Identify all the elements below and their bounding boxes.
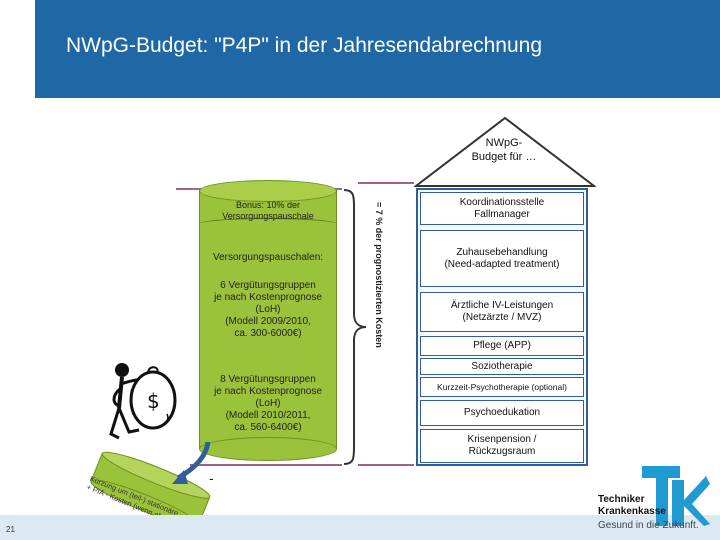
pauschalen-title: Versorgungspauschalen: <box>205 252 331 264</box>
box-pflege: Pflege (APP) <box>420 336 584 356</box>
box-aerztliche-leistungen: Ärztliche IV-Leistungen (Netzärzte / MVZ… <box>420 292 584 332</box>
cylinder-bottom <box>199 437 337 461</box>
roof-line-2: Budget für … <box>454 150 554 164</box>
svg-text:$: $ <box>147 389 160 413</box>
box-line: Soziotherapie <box>471 361 532 373</box>
left-margin <box>0 0 35 540</box>
box-psychoedukation: Psychoedukation <box>420 400 584 426</box>
box-zuhausebehandlung: Zuhausebehandlung (Need-adapted treatmen… <box>420 230 584 287</box>
top-line-right <box>358 182 414 184</box>
group-2-text: 8 Vergütungsgruppen je nach Kostenprogno… <box>205 374 331 434</box>
box-line: Kurzzeit-Psychotherapie (optional) <box>437 381 567 393</box>
box-soziotherapie: Soziotherapie <box>420 358 584 375</box>
curly-brace <box>340 188 368 466</box>
box-line: Koordinationsstelle <box>460 197 545 209</box>
logo-line-1: Techniker <box>598 494 645 505</box>
box-line: Krisenpension / <box>468 434 537 446</box>
box-line: Psychoedukation <box>464 407 540 419</box>
group-1-line: (LoH) <box>205 304 331 316</box>
group-2-line: je nach Kostenprognose <box>205 386 331 398</box>
bonus-text: Bonus: 10% der Versorgungspauschale <box>205 200 331 222</box>
slide-title: NWpG-Budget: "P4P" in der Jahresendabrec… <box>66 34 542 58</box>
group-1-line: ca. 300-6000€) <box>205 328 331 340</box>
minus-sign: - <box>209 470 214 486</box>
roof-line-1: NWpG- <box>454 136 554 150</box>
brace-label-text: = 7 % der prognostizierten Kosten <box>374 202 384 348</box>
group-1-line: je nach Kostenprognose <box>205 292 331 304</box>
bonus-line-2: Versorgungspauschale <box>205 211 331 222</box>
bonus-line-1: Bonus: 10% der <box>205 200 331 211</box>
group-2-line: 8 Vergütungsgruppen <box>205 374 331 386</box>
box-line: Ärztliche IV-Leistungen <box>451 300 553 312</box>
cylinder-top <box>199 180 337 202</box>
box-koordinationsstelle: Koordinationsstelle Fallmanager <box>420 192 584 225</box>
box-line: (Need-adapted treatment) <box>444 259 559 271</box>
box-line: Rückzugsraum <box>469 446 536 458</box>
group-2-line: ca. 560-6400€) <box>205 422 331 434</box>
box-line: (Netzärzte / MVZ) <box>463 312 542 324</box>
roof-text: NWpG- Budget für … <box>454 136 554 164</box>
box-line: Pflege (APP) <box>473 340 531 352</box>
group-2-line: (Modell 2010/2011, <box>205 410 331 422</box>
group-1-text: 6 Vergütungsgruppen je nach Kostenprogno… <box>205 280 331 340</box>
page-number: 21 <box>6 525 15 534</box>
group-1-line: (Modell 2009/2010, <box>205 316 331 328</box>
group-1-line: 6 Vergütungsgruppen <box>205 280 331 292</box>
brace-label: = 7 % der prognostizierten Kosten <box>372 202 386 402</box>
box-line: Fallmanager <box>474 209 530 221</box>
box-krisenpension: Krisenpension / Rückzugsraum <box>420 429 584 463</box>
logo-line-2: Krankenkasse <box>598 506 666 517</box>
person-money-bag-icon: $ <box>105 360 195 452</box>
box-line: Zuhausebehandlung <box>456 247 547 259</box>
group-2-line: (LoH) <box>205 398 331 410</box>
logo-tagline: Gesund in die Zukunft. <box>598 520 699 531</box>
box-kurzzeit-psychotherapie: Kurzzeit-Psychotherapie (optional) <box>420 377 584 397</box>
tk-logo-icon <box>642 466 710 526</box>
